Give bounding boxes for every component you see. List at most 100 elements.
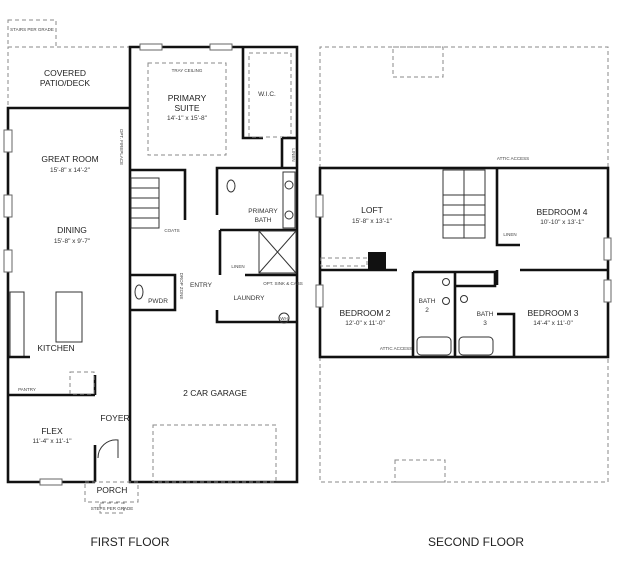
window [209, 43, 233, 51]
wic-wall [241, 47, 263, 140]
second-floor-title: SECOND FLOOR [428, 535, 524, 549]
sink [460, 295, 468, 303]
window [39, 478, 63, 486]
toilet [226, 179, 236, 193]
label-bedroom-4: BEDROOM 4 [536, 207, 587, 217]
dim-loft: 15'-8" x 13'-1" [352, 218, 393, 225]
patio-stairs [7, 19, 57, 48]
label-loft: LOFT [361, 205, 383, 215]
label-entry: ENTRY [190, 282, 213, 289]
label-covered: COVERED [44, 68, 86, 78]
label-suite: SUITE [174, 103, 199, 113]
front-door[interactable] [97, 439, 119, 459]
label-opt-sink: OPT. SINK & CABS [263, 281, 303, 286]
label-flex: FLEX [41, 426, 63, 436]
label-linen-2: LINEN [231, 264, 244, 269]
wall [413, 270, 497, 288]
tub [416, 336, 452, 356]
window [315, 284, 324, 308]
first-floor-title: FIRST FLOOR [90, 535, 169, 549]
dim-great-room: 15'-8" x 14'-2" [50, 167, 91, 174]
sink [284, 210, 294, 220]
wall [497, 312, 516, 357]
wall [130, 168, 187, 220]
dim-primary-suite: 14'-1" x 15'-8" [167, 115, 208, 122]
stairs [130, 177, 160, 229]
wall [215, 310, 297, 324]
label-pantry: PANTRY [18, 387, 36, 392]
label-bath-3-number: 3 [483, 320, 487, 327]
wall [130, 273, 177, 312]
label-attic-access-top: ATTIC ACCESS [497, 156, 529, 161]
kitchen-counter [9, 291, 25, 358]
window [3, 194, 13, 218]
label-foyer: FOYER [100, 413, 129, 423]
label-tray-ceiling: TRAY CEILING [172, 68, 203, 73]
window [3, 129, 13, 153]
chimney [368, 252, 386, 270]
first-floor-plan: STAIRS PER GRADE COVERED PATIO/DECK TRAY… [3, 19, 303, 549]
label-garage: 2 CAR GARAGE [183, 388, 247, 398]
kitchen-island [55, 291, 83, 343]
shower-x [258, 230, 297, 274]
label-drop-zone: DROP ZONE [179, 273, 184, 300]
roof-bump [394, 459, 446, 483]
tray-ceiling [147, 62, 227, 156]
label-stairs-grade: STAIRS PER GRADE [10, 27, 54, 32]
second-floor-plan: ATTIC ACCESS LOFT 15'-8" x 13'-1" BEDROO… [315, 46, 612, 549]
label-linen-upstairs: LINEN [503, 232, 516, 237]
label-pwdr: PWDR [148, 298, 168, 305]
wall [495, 168, 520, 247]
label-porch: PORCH [97, 485, 128, 495]
porch-steps [99, 502, 125, 514]
label-dining: DINING [57, 225, 87, 235]
dim-bedroom-3: 14'-4" x 11'-0" [533, 320, 573, 327]
sink [284, 180, 294, 190]
label-great-room: GREAT ROOM [41, 154, 98, 164]
label-primary-bath-1: PRIMARY [248, 208, 278, 215]
label-laundry: LAUNDRY [234, 295, 266, 302]
roof-outline-bottom [319, 357, 609, 483]
dim-bedroom-4: 10'-10" x 13'-1" [540, 219, 584, 226]
label-patio-deck: PATIO/DECK [40, 78, 91, 88]
label-bath-3: BATH [477, 311, 494, 318]
tub [458, 336, 494, 356]
label-steps-grade: STEPS PER GRADE [91, 506, 134, 511]
water-heater [278, 312, 290, 324]
label-bath-2: BATH [419, 298, 436, 305]
shower [258, 230, 297, 274]
sink [442, 278, 450, 286]
label-bedroom-3: BEDROOM 3 [527, 308, 578, 318]
label-fireplace: OPT. FIREPLACE [119, 129, 124, 165]
roof-bump [392, 46, 444, 78]
label-primary: PRIMARY [168, 93, 207, 103]
window [139, 43, 163, 51]
wall [215, 166, 297, 215]
label-linen: LINEN [291, 148, 296, 161]
label-wic: W.I.C. [258, 91, 276, 98]
label-attic-access-bottom: ATTIC ACCESS [380, 346, 412, 351]
label-wh: WH [280, 316, 288, 321]
cabinet [69, 371, 95, 395]
label-bath-2-number: 2 [425, 307, 429, 314]
label-kitchen: KITCHEN [37, 343, 74, 353]
second-floor-exterior [318, 166, 610, 359]
dim-bedroom-2: 12'-0" x 11'-0" [345, 320, 385, 327]
dim-flex: 11'-4" x 11'-1" [32, 438, 72, 445]
dim-dining: 15'-8" x 9'-7" [54, 238, 91, 245]
window [603, 237, 612, 261]
toilet [134, 284, 144, 300]
vanity [282, 171, 296, 229]
label-primary-bath-2: BATH [255, 217, 272, 224]
exterior-wall-right [128, 45, 299, 484]
wic-shelf [248, 52, 292, 138]
window [315, 194, 324, 218]
window [3, 249, 13, 273]
sink [442, 297, 450, 305]
window [603, 279, 612, 303]
garage-door[interactable] [152, 424, 277, 483]
shelf [320, 257, 368, 267]
label-bedroom-2: BEDROOM 2 [339, 308, 390, 318]
exterior-wall-left [6, 106, 130, 484]
